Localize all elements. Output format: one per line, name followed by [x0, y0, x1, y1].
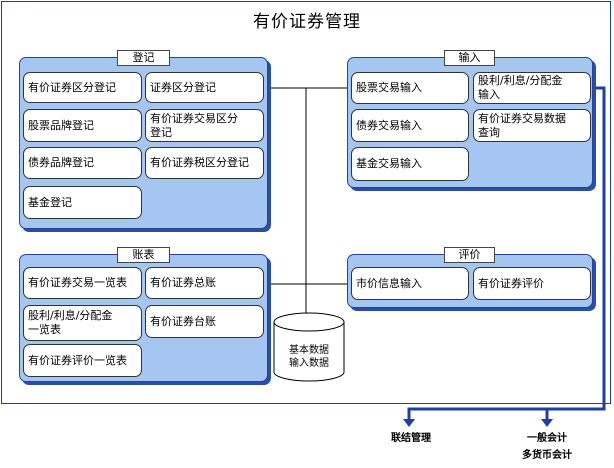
register-panel-title: 登记	[117, 50, 170, 66]
output-link-management: 联结管理	[391, 433, 431, 444]
ledger-item-dividend-list[interactable]: 股利/利息/分配金 一览表	[23, 305, 142, 341]
input-panel: 输入 股票交易输入 股利/利息/分配金 输入 债券交易输入 有价证券交易数据 查…	[347, 50, 593, 188]
input-item-dividend-interest[interactable]: 股利/利息/分配金 输入	[473, 72, 591, 104]
input-item-fund-trade[interactable]: 基金交易输入	[351, 147, 469, 181]
input-item-stock-trade[interactable]: 股票交易输入	[351, 72, 469, 104]
register-item-tax-category[interactable]: 有价证券税区分登记	[145, 147, 264, 179]
register-item-security-category[interactable]: 证券区分登记	[145, 72, 264, 103]
input-item-bond-trade[interactable]: 债券交易输入	[351, 109, 469, 142]
ledger-item-securities-ledger[interactable]: 有价证券台账	[145, 305, 264, 338]
ledger-item-general-ledger[interactable]: 有价证券总账	[145, 267, 264, 299]
database-label: 基本数据 输入数据	[289, 345, 329, 369]
register-item-trade-category[interactable]: 有价证券交易区分 登记	[145, 109, 264, 142]
arrowhead-general-accounting	[541, 419, 553, 427]
ledger-item-trade-list[interactable]: 有价证券交易一览表	[23, 267, 142, 299]
database-icon	[273, 312, 345, 382]
diagram-title: 有价证券管理	[253, 12, 361, 32]
register-item-stock-brand[interactable]: 股票品牌登记	[23, 109, 142, 142]
input-panel-title: 输入	[444, 50, 495, 66]
output-general-accounting: 一般会计 多货币会计	[522, 433, 572, 461]
register-item-securities-category[interactable]: 有价证券区分登记	[23, 72, 142, 103]
register-item-bond-brand[interactable]: 债券品牌登记	[23, 147, 142, 179]
evaluation-item-securities[interactable]: 有价证券评价	[473, 267, 591, 300]
evaluation-panel: 评价 市价信息输入 有价证券评价	[347, 247, 593, 308]
register-item-fund[interactable]: 基金登记	[23, 186, 142, 219]
input-item-trade-data-query[interactable]: 有价证券交易数据 查询	[473, 109, 591, 142]
ledger-item-evaluation-list[interactable]: 有价证券评价一览表	[23, 344, 142, 377]
evaluation-item-market-price[interactable]: 市价信息输入	[351, 267, 469, 300]
ledger-panel: 账表 有价证券交易一览表 有价证券总账 股利/利息/分配金 一览表 有价证券台账…	[19, 247, 268, 382]
evaluation-panel-title: 评价	[444, 247, 495, 263]
arrowhead-link-mgmt	[403, 419, 415, 427]
ledger-panel-title: 账表	[117, 247, 170, 263]
register-panel: 登记 有价证券区分登记 证券区分登记 股票品牌登记 有价证券交易区分 登记 债券…	[19, 50, 268, 229]
